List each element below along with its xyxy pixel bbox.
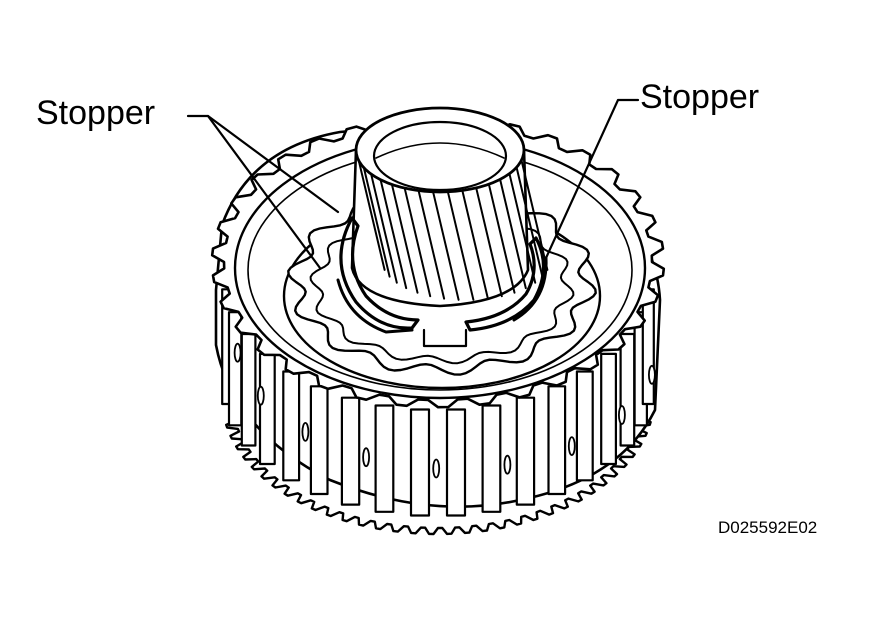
shaft-spline bbox=[515, 165, 544, 278]
stopper-ring-right-outer bbox=[512, 256, 548, 322]
drum-wall-hole bbox=[362, 447, 371, 468]
drum-wall-slot bbox=[374, 404, 395, 513]
shaft-spline bbox=[487, 181, 516, 294]
drum-wall-slot bbox=[309, 385, 329, 496]
drum-wall-hole bbox=[432, 458, 441, 479]
drum-wall-hole bbox=[503, 454, 512, 475]
figure-code: D025592E02 bbox=[718, 518, 818, 537]
drum-wall-hole bbox=[301, 421, 310, 442]
shaft-top-rim bbox=[354, 106, 526, 194]
shaft-spline bbox=[390, 181, 419, 294]
shaft-body bbox=[350, 148, 530, 308]
stopper-label-left: Stopper bbox=[36, 94, 156, 132]
shaft-spline bbox=[431, 188, 460, 301]
shaft-bore-shade bbox=[375, 142, 505, 159]
drum-wall-slot bbox=[600, 352, 618, 466]
drum-wall-slot bbox=[282, 370, 301, 482]
shaft-spline bbox=[446, 188, 475, 301]
stopper-ring-left bbox=[339, 216, 420, 330]
drum-wall-slot bbox=[547, 385, 567, 496]
shaft-spline bbox=[508, 171, 537, 284]
drum-wall-hole bbox=[233, 342, 242, 363]
stopper-ring-right bbox=[464, 236, 546, 332]
shaft-spline bbox=[379, 177, 408, 290]
shaft-spline bbox=[357, 158, 386, 271]
shaft-bore bbox=[372, 120, 508, 192]
drum-wall-slot bbox=[409, 408, 431, 517]
leader-line-left-2 bbox=[206, 114, 322, 270]
drum-wall-slot bbox=[515, 396, 536, 506]
shaft-spline bbox=[369, 171, 398, 284]
shaft-spline bbox=[403, 185, 432, 298]
drum-wall-hole bbox=[618, 405, 626, 425]
drum-wall-slot bbox=[619, 332, 636, 447]
shaft-splines bbox=[357, 158, 549, 301]
leader-line-right bbox=[544, 98, 640, 260]
shaft-spline bbox=[474, 185, 503, 298]
drum-wall-hole bbox=[648, 364, 656, 385]
shaft-spline bbox=[362, 165, 391, 278]
drum-wall-slot bbox=[445, 408, 467, 517]
drum-wall-slot bbox=[641, 288, 655, 406]
hub-center-key bbox=[422, 328, 468, 348]
stopper-label-right: Stopper bbox=[640, 78, 760, 116]
shaft-spline bbox=[460, 187, 489, 300]
stopper-ring-left-lower bbox=[336, 278, 414, 334]
shaft-spline bbox=[417, 187, 446, 300]
drum-wall-slot bbox=[340, 396, 361, 506]
shaft-spline bbox=[498, 177, 527, 290]
drum-wall-hole bbox=[567, 436, 576, 457]
drum-wall-slot bbox=[575, 370, 594, 482]
drum-wall-slot bbox=[240, 332, 257, 447]
drum-wall-slot bbox=[258, 352, 276, 466]
drum-wall-slot bbox=[481, 404, 502, 513]
drum-wall-hole bbox=[256, 385, 265, 406]
drum-wall-holes bbox=[233, 342, 656, 479]
